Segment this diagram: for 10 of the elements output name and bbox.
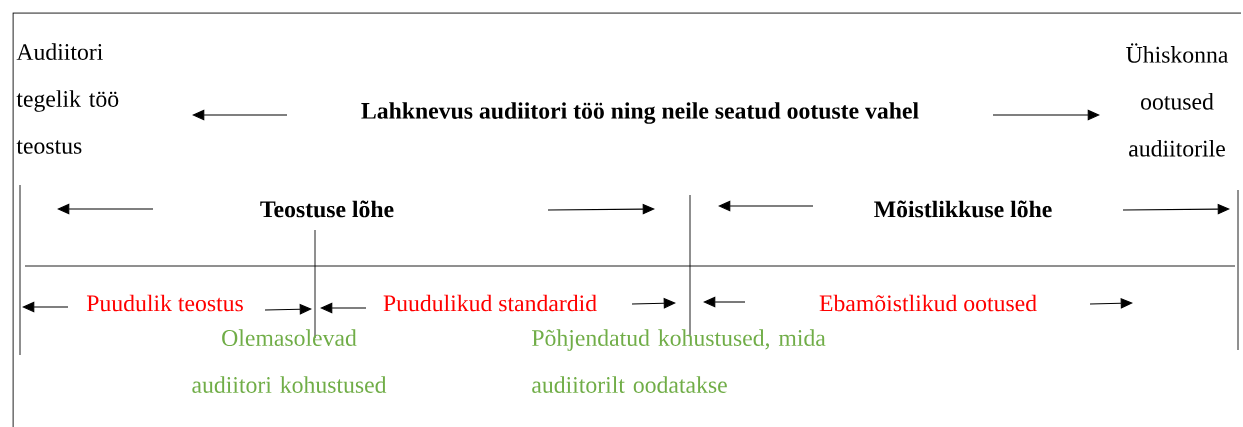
gap-label: Ebamõistlikud ootused bbox=[819, 294, 1037, 312]
side-label: Audiitori tegelik töö teostus bbox=[16, 43, 119, 154]
duty-label: Olemasolevad audiitori kohustused bbox=[192, 329, 387, 393]
side-label: Ühiskonna ootused audiitorile bbox=[1126, 43, 1229, 157]
gap-heading: Teostuse lõhe bbox=[260, 200, 394, 218]
gap-heading: Mõistlikkuse lõhe bbox=[874, 200, 1052, 218]
gap-label: Puudulikud standardid bbox=[383, 294, 597, 312]
duty-label: Põhjendatud kohustused, mida audiitorilt oodatakse bbox=[532, 329, 826, 393]
gap-heading: Lahknevus audiitori töö ning neile seatud ootuste vahel bbox=[361, 102, 919, 124]
gap-label: Puudulik teostus bbox=[86, 294, 243, 312]
